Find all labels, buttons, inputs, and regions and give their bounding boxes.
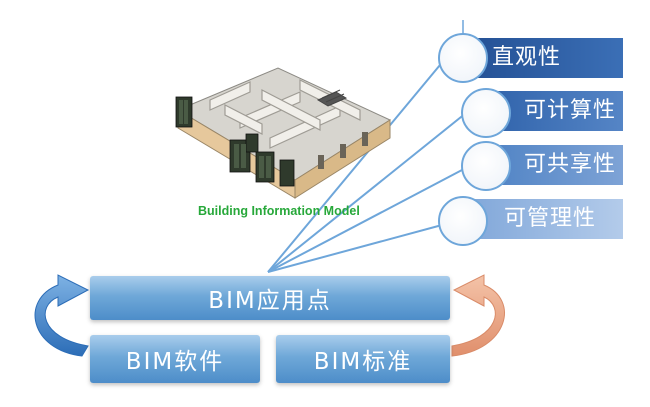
property-item-2: 可计算性 xyxy=(510,91,623,131)
right-cycle-arrow xyxy=(451,274,505,357)
bar-1 xyxy=(463,38,623,78)
model-caption: Building Information Model xyxy=(198,204,360,218)
property-label-4: 可管理性 xyxy=(504,206,597,231)
property-label-3: 可共享性 xyxy=(524,152,617,177)
bim-software-label: BIM软件 xyxy=(125,349,225,375)
property-label-2: 可计算性 xyxy=(524,98,617,123)
property-item-4: 可管理性 xyxy=(490,199,623,239)
connector-lines xyxy=(267,64,467,273)
bim-application-label: BIM应用点 xyxy=(208,288,332,314)
property-label-1: 直观性 xyxy=(492,45,562,70)
property-item-3: 可共享性 xyxy=(510,145,623,185)
bim-software-block: BIM软件 xyxy=(90,335,260,383)
bim-standard-block: BIM标准 xyxy=(276,335,450,383)
left-cycle-arrow xyxy=(34,274,90,357)
building-model xyxy=(175,67,392,199)
property-circles xyxy=(438,33,511,246)
bim-standard-label: BIM标准 xyxy=(313,349,413,375)
bim-application-block: BIM应用点 xyxy=(90,276,450,320)
bar-4 xyxy=(463,199,623,239)
property-item-1: 直观性 xyxy=(478,38,623,78)
